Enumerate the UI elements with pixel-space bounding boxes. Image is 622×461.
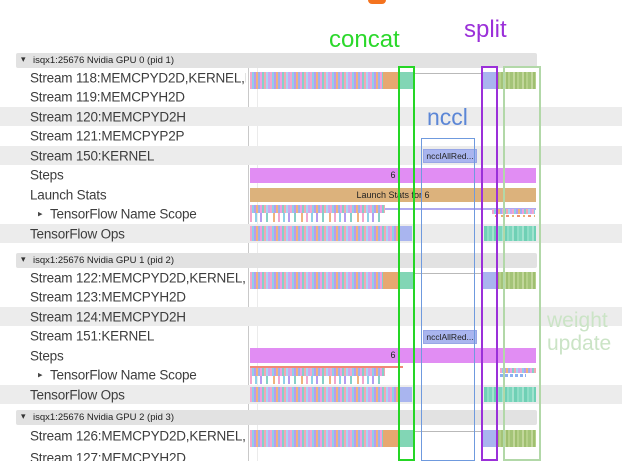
track-label: Stream 124:MEMCPYD2H: [30, 309, 186, 324]
track-label: Stream 123:MEMCPYH2D: [30, 289, 186, 305]
process-header-label: isqx1:25676 Nvidia GPU 1 (pid 2): [33, 255, 174, 266]
process-header-label: isqx1:25676 Nvidia GPU 2 (pid 3): [33, 412, 174, 423]
track-label: Stream 122:MEMCPYD2D,KERNEL,MI: [30, 270, 246, 285]
trace-event[interactable]: [383, 272, 399, 289]
process-header-gpu2[interactable]: ▾ isqx1:25676 Nvidia GPU 2 (pid 3): [16, 410, 537, 425]
expand-arrow-icon[interactable]: ▾: [21, 54, 26, 64]
track-row-launch-stats[interactable]: Launch Stats Launch Stats for 6: [0, 185, 622, 204]
step-bar[interactable]: 6: [250, 168, 536, 183]
track-row-stream-118[interactable]: Stream 118:MEMCPYD2D,KERNEL,ME: [0, 68, 622, 89]
track-row-stream-151[interactable]: Stream 151:KERNEL ncclAllRed...: [0, 326, 622, 346]
track-row-tf-name-scope-gpu1[interactable]: ▸ TensorFlow Name Scope: [0, 365, 622, 385]
nccl-allreduce-event[interactable]: ncclAllRed...: [423, 149, 477, 163]
clipped-orange-shape: [368, 0, 386, 4]
track-row-steps-gpu0[interactable]: Steps 6: [0, 165, 622, 185]
trace-event-concat[interactable]: [399, 72, 414, 89]
split-annotation: split: [464, 16, 507, 43]
track-row-stream-126[interactable]: Stream 126:MEMCPYD2D,KERNEL,MI: [0, 425, 622, 447]
track-label: Stream 120:MEMCPYD2H: [30, 109, 186, 124]
track-label: Steps: [30, 167, 64, 183]
trace-events-weight-update[interactable]: [497, 72, 536, 89]
name-scope-right-dashes: [495, 215, 535, 217]
track-label: Stream 150:KERNEL: [30, 148, 155, 163]
event-label: ncclAllRed...: [426, 151, 474, 161]
track-label: TensorFlow Ops: [30, 387, 125, 402]
track-row-stream-122[interactable]: Stream 122:MEMCPYD2D,KERNEL,MI: [0, 268, 622, 289]
collapsed-arrow-icon[interactable]: ▸: [38, 369, 43, 380]
weight-update-line2: update: [547, 332, 612, 355]
track-row-stream-121[interactable]: Stream 121:MEMCPYP2P: [0, 126, 622, 146]
event-label: ncclAllRed...: [426, 332, 474, 342]
name-scope-icicles: [250, 213, 385, 222]
track-row-stream-150[interactable]: Stream 150:KERNEL ncclAllRed...: [0, 146, 622, 165]
collapsed-arrow-icon[interactable]: ▸: [38, 208, 43, 219]
process-header-gpu1[interactable]: ▾ isqx1:25676 Nvidia GPU 1 (pid 2): [16, 253, 537, 268]
tf-ops-events[interactable]: [250, 387, 398, 402]
trace-events[interactable]: [250, 72, 383, 89]
step-bar[interactable]: 6: [250, 348, 536, 363]
tf-ops-event[interactable]: [398, 226, 412, 241]
track-row-stream-123[interactable]: Stream 123:MEMCPYH2D: [0, 287, 622, 307]
track-label: Stream 126:MEMCPYD2D,KERNEL,MI: [30, 428, 246, 444]
tf-ops-event[interactable]: [398, 387, 412, 402]
track-row-stream-124[interactable]: Stream 124:MEMCPYD2H: [0, 307, 622, 326]
process-header-gpu0[interactable]: ▾ isqx1:25676 Nvidia GPU 0 (pid 1): [16, 53, 537, 68]
track-row-stream-127[interactable]: Stream 127:MEMCPYH2D: [0, 448, 622, 461]
weight-update-highlight-box: [503, 66, 541, 461]
trace-event-concat[interactable]: [399, 272, 414, 289]
name-scope-right-strip[interactable]: [492, 209, 535, 214]
step-number: 6: [390, 170, 396, 180]
track-label: Stream 119:MEMCPYH2D: [30, 89, 185, 105]
name-scope-strip[interactable]: [250, 205, 385, 213]
track-label: Stream 121:MEMCPYP2P: [30, 128, 185, 144]
nccl-annotation: nccl: [427, 104, 468, 130]
trace-event-split[interactable]: [481, 272, 496, 289]
expand-arrow-icon[interactable]: ▾: [21, 411, 26, 421]
name-scope-right-strip[interactable]: [500, 368, 536, 373]
weight-update-annotation: weight update: [547, 309, 622, 355]
name-scope-line: [385, 208, 536, 210]
track-row-stream-119[interactable]: Stream 119:MEMCPYH2D: [0, 87, 622, 107]
track-label: Stream 127:MEMCPYH2D: [30, 450, 186, 461]
track-row-tf-ops-gpu0[interactable]: TensorFlow Ops: [0, 224, 622, 243]
track-label: Steps: [30, 348, 64, 363]
track-label: TensorFlow Name Scope: [50, 206, 197, 222]
concat-highlight-box: [398, 66, 415, 461]
track-row-tf-ops-gpu1[interactable]: TensorFlow Ops: [0, 385, 622, 404]
trace-events[interactable]: [250, 430, 383, 447]
trace-events[interactable]: [250, 272, 383, 289]
track-label: Stream 151:KERNEL: [30, 328, 155, 344]
track-row-stream-120[interactable]: Stream 120:MEMCPYD2H: [0, 107, 622, 126]
step-number: 6: [390, 350, 396, 360]
process-header-label: isqx1:25676 Nvidia GPU 0 (pid 1): [33, 55, 174, 66]
concat-annotation: concat: [329, 26, 400, 53]
trace-event[interactable]: [383, 72, 399, 89]
name-scope-right-dashes: [500, 374, 526, 377]
nccl-allreduce-event[interactable]: ncclAllRed...: [423, 330, 477, 344]
expand-arrow-icon[interactable]: ▾: [21, 254, 26, 264]
tf-ops-events[interactable]: [250, 226, 398, 241]
track-row-tf-name-scope-gpu0[interactable]: ▸ TensorFlow Name Scope: [0, 204, 622, 224]
trace-event-split[interactable]: [481, 72, 496, 89]
track-label: TensorFlow Name Scope: [50, 367, 197, 383]
nccl-highlight-box: [421, 138, 475, 461]
launch-stats-bar[interactable]: Launch Stats for 6: [250, 188, 536, 202]
split-highlight-box: [481, 66, 498, 461]
name-scope-icicles: [250, 376, 385, 384]
trace-event-concat[interactable]: [399, 430, 414, 447]
track-label: Launch Stats: [30, 187, 107, 202]
weight-update-line1: weight: [547, 309, 608, 332]
track-row-steps-gpu1[interactable]: Steps 6: [0, 346, 622, 365]
trace-events-weight-update[interactable]: [497, 272, 536, 289]
launch-stats-text: Launch Stats for 6: [356, 190, 430, 200]
track-label: TensorFlow Ops: [30, 226, 125, 241]
track-label: Stream 118:MEMCPYD2D,KERNEL,ME: [30, 70, 246, 85]
trace-event[interactable]: [383, 430, 399, 447]
name-scope-strip[interactable]: [250, 368, 385, 376]
name-scope-line: [250, 366, 403, 368]
trace-events-weight-update[interactable]: [497, 430, 536, 447]
trace-event-split[interactable]: [481, 430, 496, 447]
